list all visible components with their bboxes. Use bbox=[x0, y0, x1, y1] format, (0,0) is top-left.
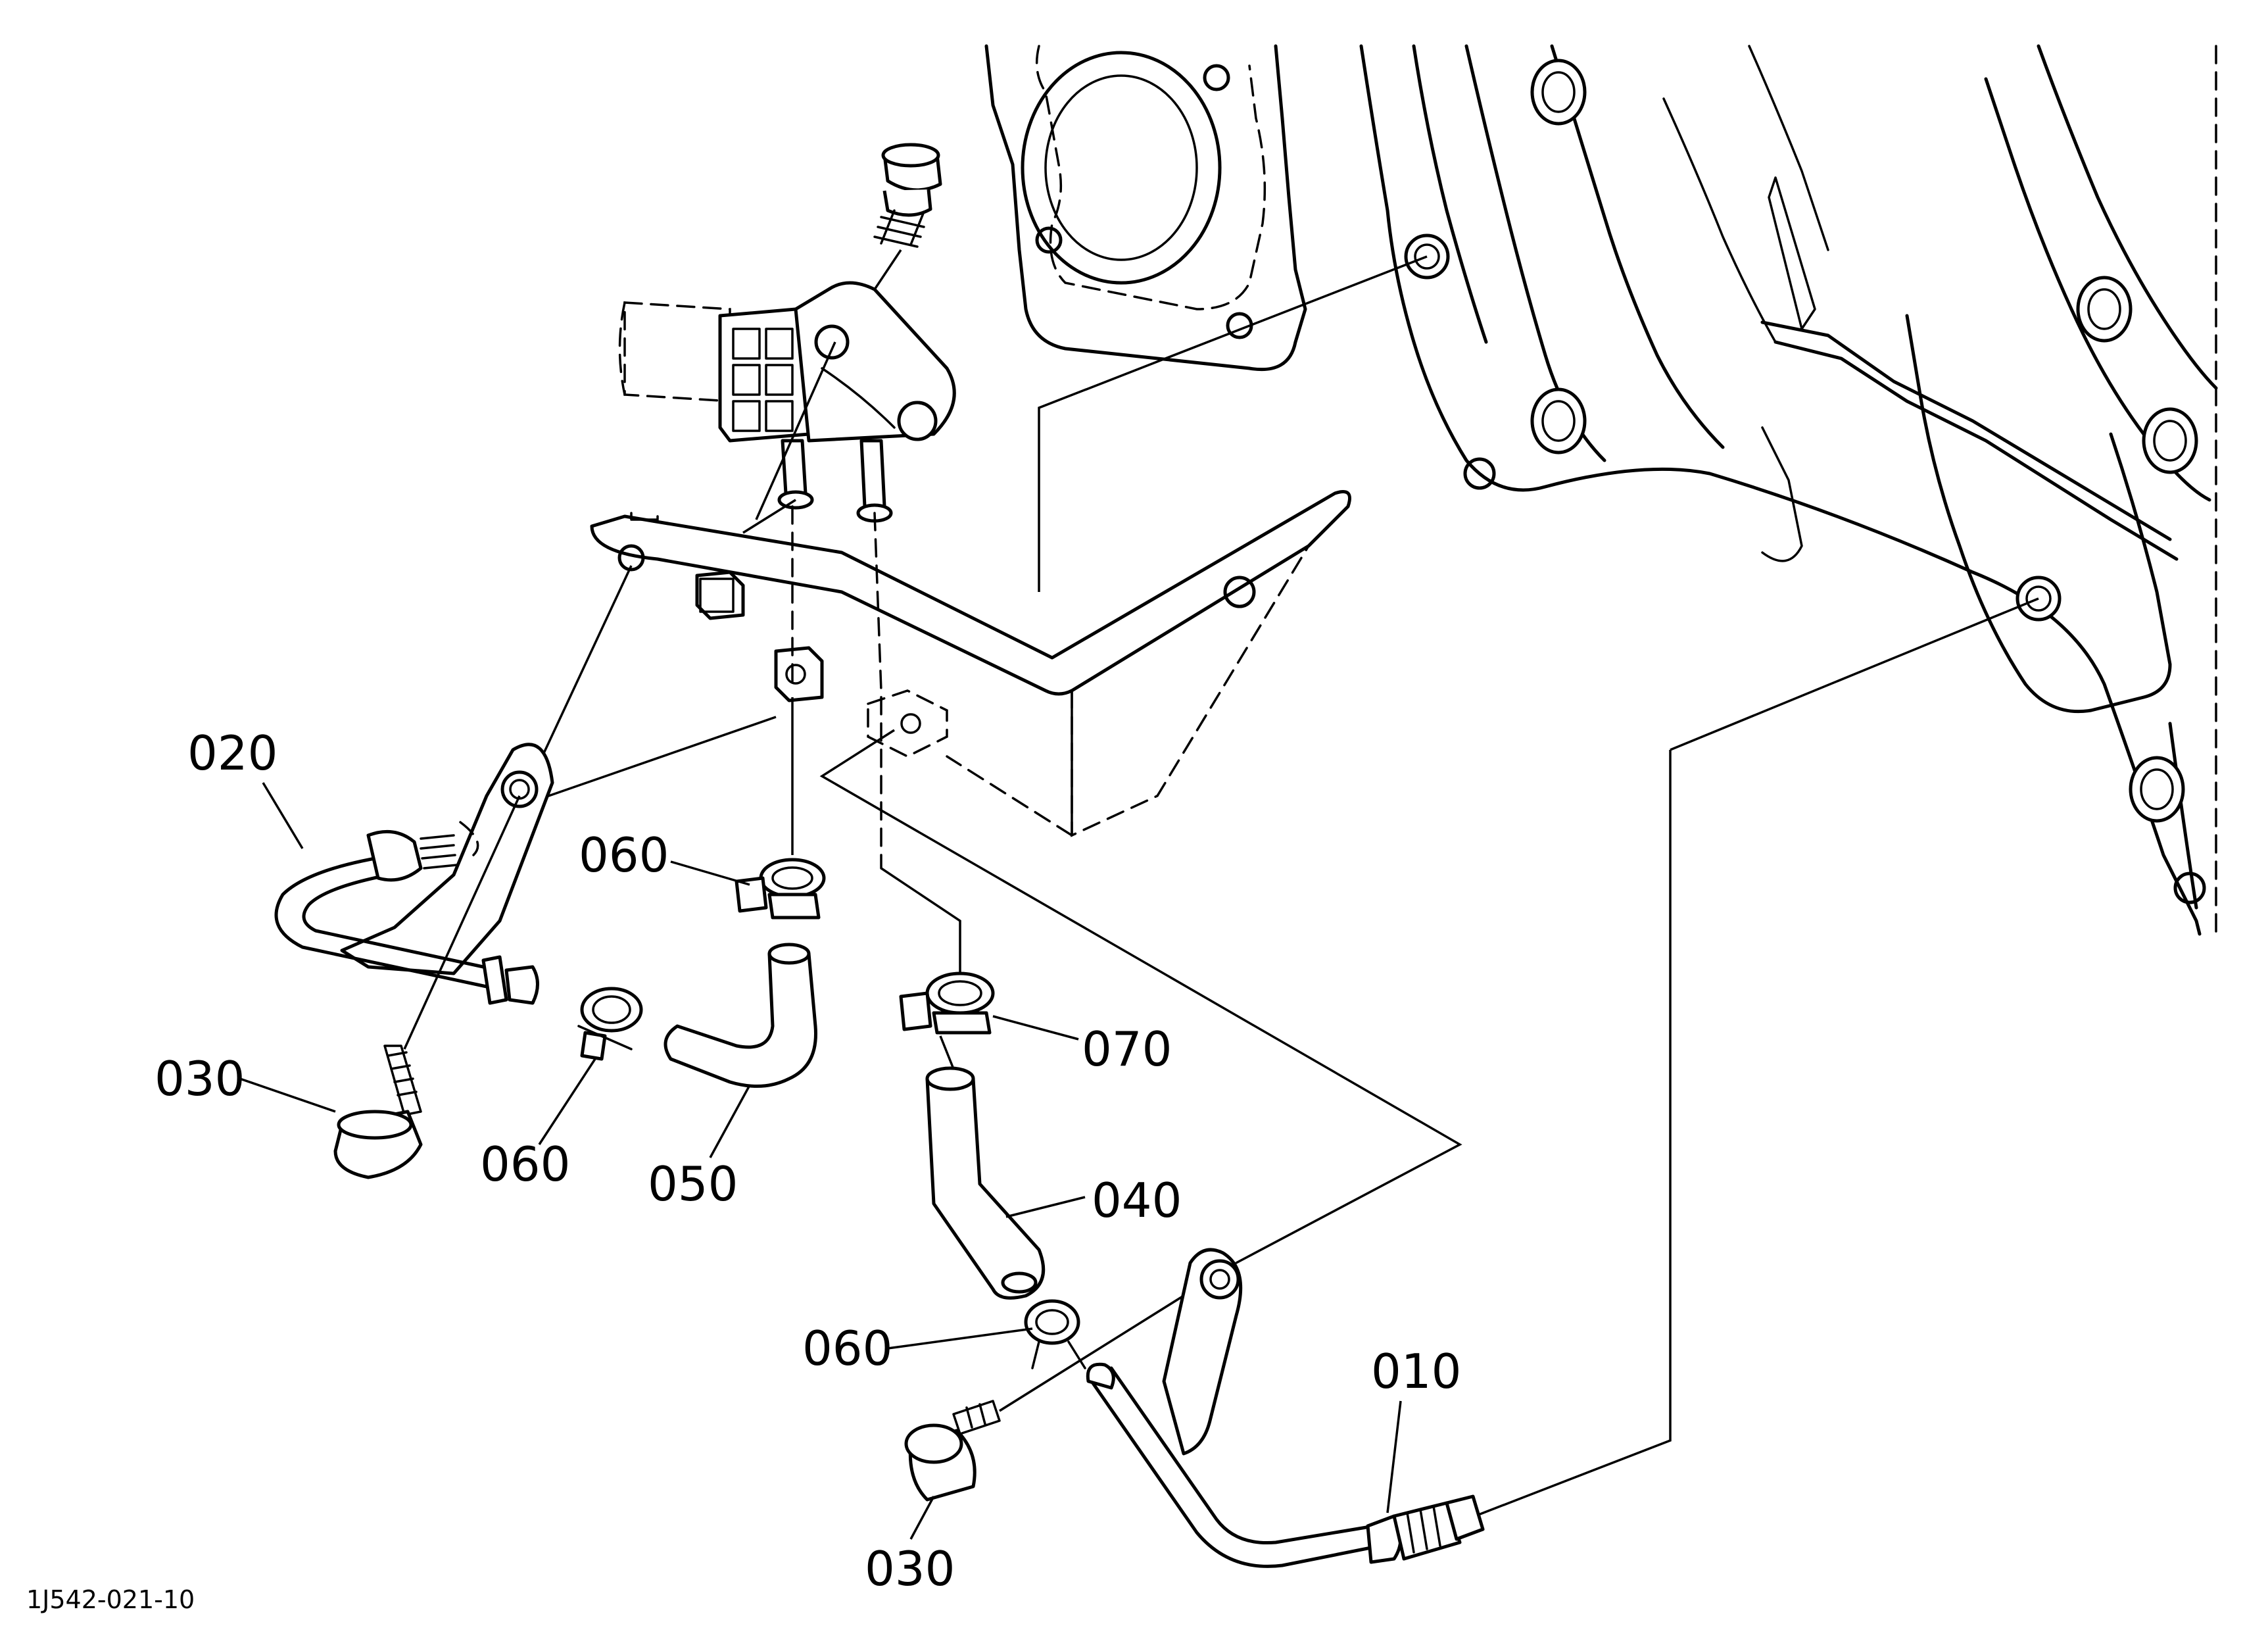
clamp-060-left bbox=[577, 987, 643, 1061]
clamp-060-top bbox=[735, 858, 826, 920]
hose-050 bbox=[664, 943, 817, 1088]
hose-040 bbox=[925, 1066, 1046, 1300]
clamp-060-bottom bbox=[1024, 1299, 1086, 1369]
drawing-number: 1J542-021-10 bbox=[26, 1585, 195, 1614]
engine-exhaust-housing bbox=[984, 44, 2218, 936]
assembly-lines bbox=[538, 255, 2039, 1521]
bolt-030-left bbox=[333, 795, 521, 1179]
callout-020: 020 bbox=[187, 725, 277, 781]
clamp-070 bbox=[899, 971, 995, 1069]
sensor-mounting-bracket bbox=[590, 490, 1351, 837]
pressure-sensor bbox=[618, 281, 956, 523]
callout-060-bottom: 060 bbox=[802, 1321, 892, 1376]
pipe-010 bbox=[1086, 1248, 1485, 1568]
callout-050: 050 bbox=[648, 1156, 738, 1212]
callout-030-left: 030 bbox=[155, 1051, 245, 1106]
sensor-mounting-bolt bbox=[867, 143, 942, 300]
callout-040: 040 bbox=[1092, 1173, 1182, 1228]
callout-060-left: 060 bbox=[480, 1137, 570, 1192]
callout-070: 070 bbox=[1082, 1021, 1172, 1077]
callout-060-top: 060 bbox=[579, 827, 669, 883]
leader-lines bbox=[239, 782, 1402, 1540]
callout-010: 010 bbox=[1371, 1344, 1461, 1399]
callout-030-bottom: 030 bbox=[865, 1541, 955, 1596]
housing-bolt-heads bbox=[1530, 59, 2198, 823]
pipe-020 bbox=[274, 743, 554, 1005]
